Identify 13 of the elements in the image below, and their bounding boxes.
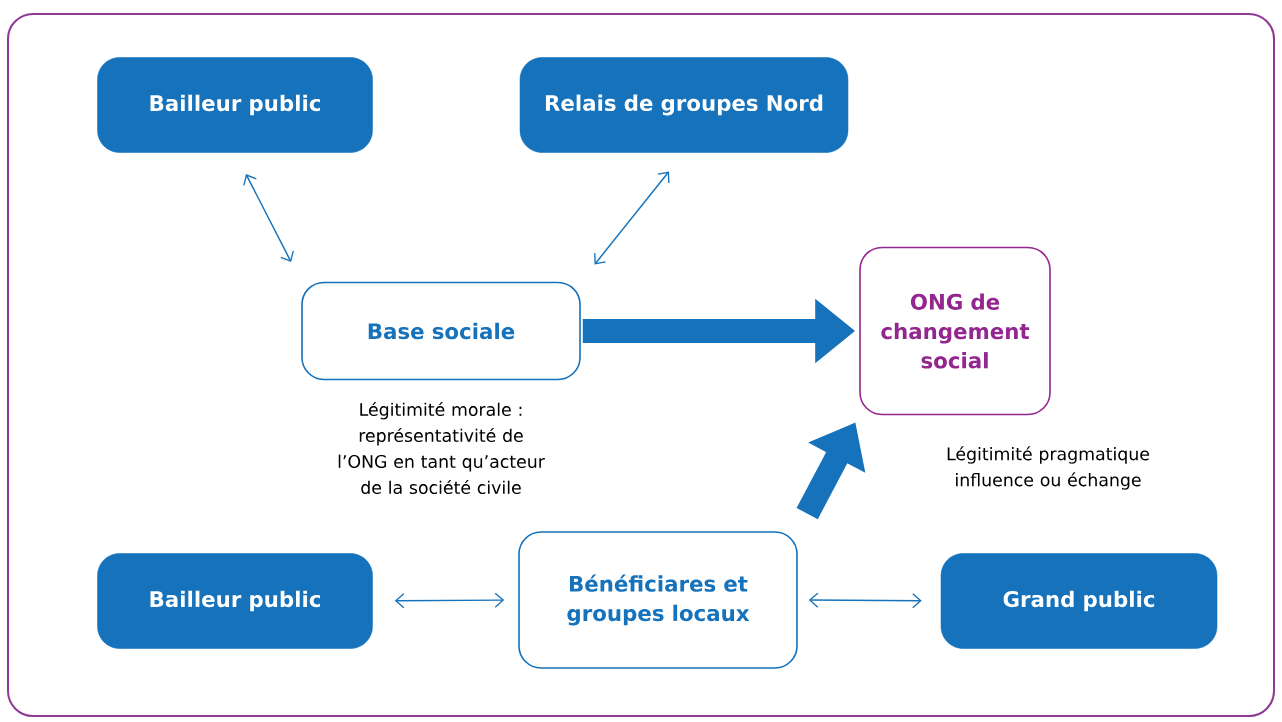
arrow xyxy=(243,174,294,263)
process-box: Relais de groupes Nord xyxy=(519,57,849,153)
outline-box: Base sociale xyxy=(301,281,581,381)
caption-text: Légitimité morale : représentativité de l’ONG en tant qu’acteur de la société civile xyxy=(338,401,545,495)
arrow xyxy=(594,171,670,265)
process-box: Bailleur public xyxy=(97,553,373,649)
outline-box: Bénéficiares et groupes locaux xyxy=(518,531,798,669)
process-box: Bailleur public xyxy=(97,57,373,153)
outline-box: ONG de changement social xyxy=(859,246,1051,416)
process-box: Grand public xyxy=(940,553,1218,649)
arrow xyxy=(394,592,505,609)
caption-text: Légitimité pragmatique influence ou échange xyxy=(947,446,1150,490)
arrow xyxy=(808,592,922,609)
